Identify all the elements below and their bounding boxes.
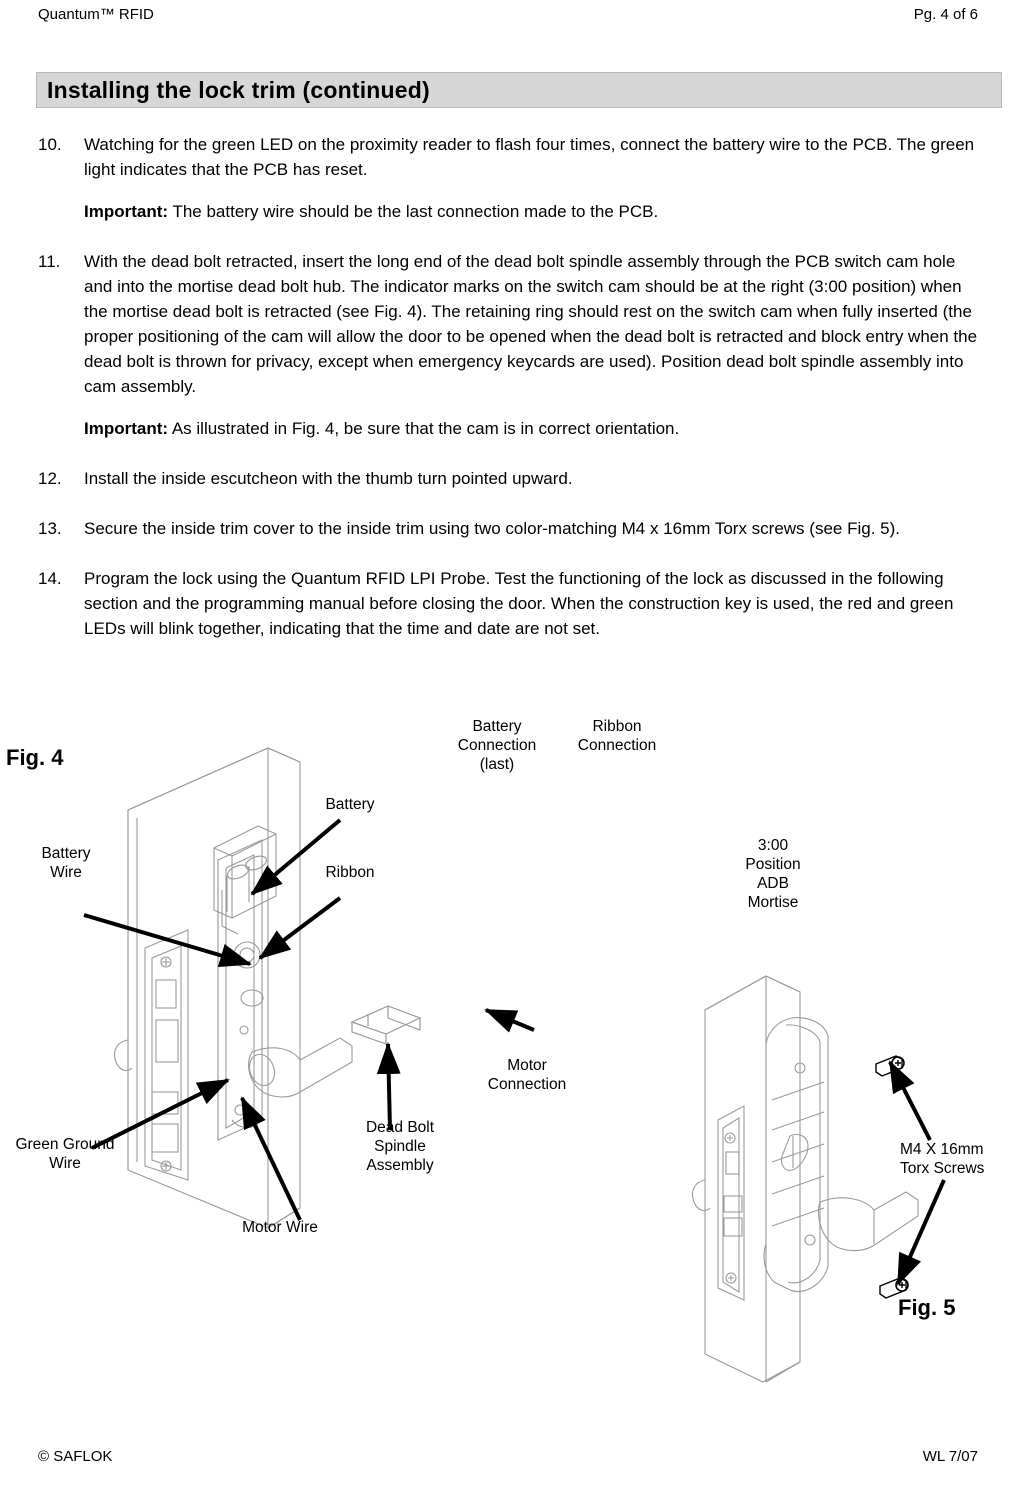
page-number: Pg. 4 of 6 <box>913 6 978 23</box>
callout-battery: Battery <box>325 796 375 813</box>
document-code: WL 7/07 <box>922 1448 978 1465</box>
step-text: Program the lock using the Quantum RFID … <box>84 569 954 638</box>
spacer <box>38 445 988 466</box>
spacer <box>38 495 988 516</box>
step-number: 11. <box>38 252 61 271</box>
callout-dead-bolt-spindle: Dead Bolt Spindle Assembly <box>365 1119 435 1174</box>
note-label: Important: <box>84 202 169 221</box>
figure-5-label: Fig. 5 <box>898 1295 956 1320</box>
callout-ribbon-connection: Ribbon Connection <box>577 718 657 754</box>
step-body: With the dead bolt retracted, insert the… <box>84 249 988 441</box>
figure-line-art <box>83 747 946 1383</box>
callout-battery-connection: Battery Connection (last) <box>457 718 537 773</box>
list-item: 12. Install the inside escutcheon with t… <box>38 466 988 491</box>
step-number: 12. <box>38 469 62 488</box>
step-body: Program the lock using the Quantum RFID … <box>84 566 988 641</box>
list-item: 14. Program the lock using the Quantum R… <box>38 566 988 641</box>
callout-motor-wire: Motor Wire <box>242 1219 318 1236</box>
instruction-list: 10. Watching for the green LED on the pr… <box>38 132 988 645</box>
callout-ribbon: Ribbon <box>325 864 375 881</box>
figure-area: Fig. 4 Fig. 5 Battery Wire Battery Ribbo… <box>0 700 1016 1390</box>
section-title: Installing the lock trim (continued) <box>47 76 430 103</box>
step-number: 14. <box>38 569 62 588</box>
callout-adb-mortise: 3:00 Position ADB Mortise <box>745 837 801 911</box>
step-number: 13. <box>38 519 62 538</box>
step-body: Secure the inside trim cover to the insi… <box>84 516 988 541</box>
note-label: Important: <box>84 419 169 438</box>
step-text: With the dead bolt retracted, insert the… <box>84 252 978 396</box>
product-name: Quantum™ RFID <box>38 6 154 23</box>
callout-motor-connection: Motor Connection <box>487 1057 567 1093</box>
list-item: 11. With the dead bolt retracted, insert… <box>38 249 988 441</box>
section-header-bar: Installing the lock trim (continued) <box>36 72 1002 108</box>
callout-leaders <box>83 818 946 1286</box>
spacer <box>38 545 988 566</box>
step-text: Install the inside escutcheon with the t… <box>84 469 573 488</box>
running-header: Quantum™ RFID Pg. 4 of 6 <box>38 6 978 23</box>
step-note: Important: As illustrated in Fig. 4, be … <box>84 416 988 441</box>
page-footer: © SAFLOK WL 7/07 <box>38 1448 978 1465</box>
fig5-inside-trim <box>691 975 919 1383</box>
copyright-notice: © SAFLOK <box>38 1448 113 1465</box>
step-text: Watching for the green LED on the proxim… <box>84 135 975 179</box>
step-body: Watching for the green LED on the proxim… <box>84 132 988 224</box>
step-note: Important: The battery wire should be th… <box>84 199 988 224</box>
list-item: 13. Secure the inside trim cover to the … <box>38 516 988 541</box>
step-text: Secure the inside trim cover to the insi… <box>84 519 900 538</box>
step-body: Install the inside escutcheon with the t… <box>84 466 988 491</box>
note-text: The battery wire should be the last conn… <box>168 202 659 221</box>
figure-4-label: Fig. 4 <box>6 745 64 770</box>
step-number: 10. <box>38 135 62 154</box>
note-text: As illustrated in Fig. 4, be sure that t… <box>168 419 680 438</box>
callout-green-ground-wire: Green Ground Wire <box>15 1136 115 1172</box>
dead-bolt-spindle-part <box>350 1005 422 1045</box>
fig4-door-assembly <box>113 747 353 1229</box>
spacer <box>38 228 988 249</box>
callout-torx-screws: M4 X 16mm Torx Screws <box>900 1141 985 1177</box>
list-item: 10. Watching for the green LED on the pr… <box>38 132 988 224</box>
callout-battery-wire: Battery Wire <box>41 845 91 881</box>
